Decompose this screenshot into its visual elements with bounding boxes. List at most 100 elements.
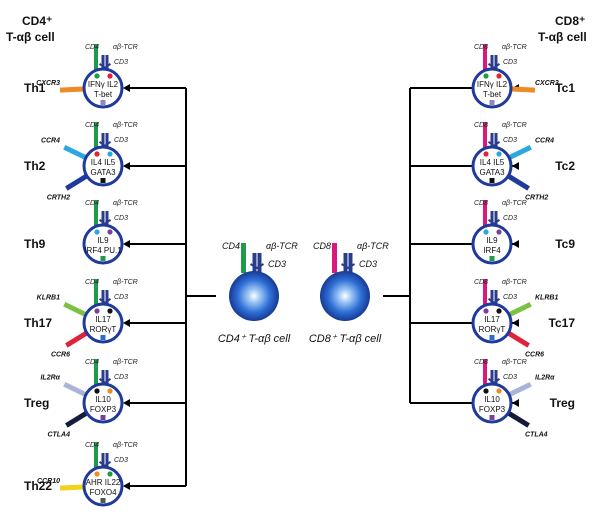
cd3-complex <box>98 218 112 226</box>
cell-membrane <box>471 382 513 424</box>
nucleus-marker <box>100 256 106 261</box>
transcription-factor-label: IRF4 PU.1 <box>84 246 122 255</box>
tcr-label: αβ-TCR <box>266 241 298 251</box>
tcr-label: αβ-TCR <box>113 279 138 286</box>
subset-name: Th2 <box>24 159 46 173</box>
nucleus-marker <box>100 335 106 340</box>
cd3-label: CD3 <box>503 59 517 66</box>
tcr-chain-alpha <box>101 370 105 386</box>
tcr-label: αβ-TCR <box>113 122 138 129</box>
tcr-chain-beta <box>348 253 353 273</box>
nucleus-marker <box>100 415 106 420</box>
left-header-line1: CD4⁺ <box>22 14 52 28</box>
coreceptor-label: CD8 <box>474 44 488 51</box>
receptor-label: KLRB1 <box>37 294 60 301</box>
receptor-label: IL2Rα <box>535 374 555 381</box>
parent-cell-body <box>320 271 370 321</box>
cd3-label: CD3 <box>114 294 128 301</box>
coreceptor-label: CD8 <box>474 122 488 129</box>
arrow-head <box>512 399 519 407</box>
cd4-coreceptor <box>241 243 246 273</box>
tcr-chain-alpha <box>490 290 494 306</box>
cytokine-dot <box>496 229 502 235</box>
cell-membrane <box>82 382 124 424</box>
subset-name: Th1 <box>24 81 46 95</box>
transcription-factor-label: FOXO4 <box>89 488 117 497</box>
subset-name: Th17 <box>24 316 52 330</box>
coreceptor-label: CD4 <box>85 44 99 51</box>
cytokine-dot <box>496 73 502 79</box>
arrow-head <box>123 240 130 248</box>
cytokine-dot <box>483 73 489 79</box>
receptor-bar <box>507 145 532 161</box>
right-header-line2: T-αβ cell <box>538 30 587 44</box>
transcription-factor-label: RORγT <box>479 325 506 334</box>
receptor-bar <box>63 145 88 161</box>
cd3-label: CD3 <box>503 294 517 301</box>
transcription-factor-label: IRF4 <box>483 246 501 255</box>
tcr-chain-beta <box>494 211 498 227</box>
tcr-chain-beta <box>105 55 109 71</box>
cd3-label: CD3 <box>503 215 517 222</box>
transcription-factor-label: GATA3 <box>90 168 116 177</box>
cytokine-label: IL9 <box>486 236 498 245</box>
transcription-factor-label: T-bet <box>483 90 502 99</box>
cd3-complex <box>98 460 112 468</box>
arrow-head <box>123 319 130 327</box>
cytokine-dot <box>107 229 113 235</box>
cytokine-dot <box>483 229 489 235</box>
tcr-label: αβ-TCR <box>113 44 138 51</box>
receptor-bar <box>507 382 532 398</box>
cell-membrane <box>82 302 124 344</box>
subset-name: Tc17 <box>549 316 576 330</box>
receptor-bar <box>63 382 88 398</box>
parent-cell-label: CD4⁺ T-αβ cell <box>218 333 291 345</box>
subset-name: Tc2 <box>555 159 575 173</box>
cytokine-dot <box>107 308 113 314</box>
cd3-label: CD3 <box>114 457 128 464</box>
receptor-label: CCR4 <box>535 137 554 144</box>
cytokine-label: IL17 <box>95 315 111 324</box>
cytokine-label: IL4 IL5 <box>91 158 116 167</box>
tcr-chain-alpha <box>101 55 105 71</box>
cytokine-dot <box>496 151 502 157</box>
cd3-complex <box>340 263 356 270</box>
transcription-factor-label: GATA3 <box>479 168 505 177</box>
cytokine-label: IL17 <box>484 315 500 324</box>
subset-name: Th9 <box>24 237 46 251</box>
cytokine-dot <box>107 471 113 477</box>
tcr-label: αβ-TCR <box>357 241 389 251</box>
receptor-bar <box>59 86 86 93</box>
tcr-chain-alpha <box>252 253 257 273</box>
cd8-coreceptor <box>483 122 487 152</box>
tcr-label: αβ-TCR <box>502 359 527 366</box>
nucleus-marker <box>100 100 106 105</box>
tcr-chain-beta <box>105 290 109 306</box>
receptor-bar <box>59 484 86 491</box>
cytokine-label: IL4 IL5 <box>480 158 505 167</box>
cell-membrane <box>471 223 513 265</box>
coreceptor-label: CD4 <box>85 200 99 207</box>
tcr-chain-alpha <box>101 290 105 306</box>
cd3-complex <box>487 140 501 148</box>
tcr-chain-beta <box>105 211 109 227</box>
right-header-line1: CD8⁺ <box>555 14 585 28</box>
nucleus-marker <box>489 335 495 340</box>
coreceptor-label: CD4 <box>222 241 240 251</box>
receptor-label: CCR6 <box>51 351 70 358</box>
cytokine-label: IFNγ IL2 <box>88 80 119 89</box>
tcr-chain-beta <box>494 55 498 71</box>
cd3-label: CD3 <box>359 259 377 269</box>
subset-name: Th22 <box>24 479 52 493</box>
